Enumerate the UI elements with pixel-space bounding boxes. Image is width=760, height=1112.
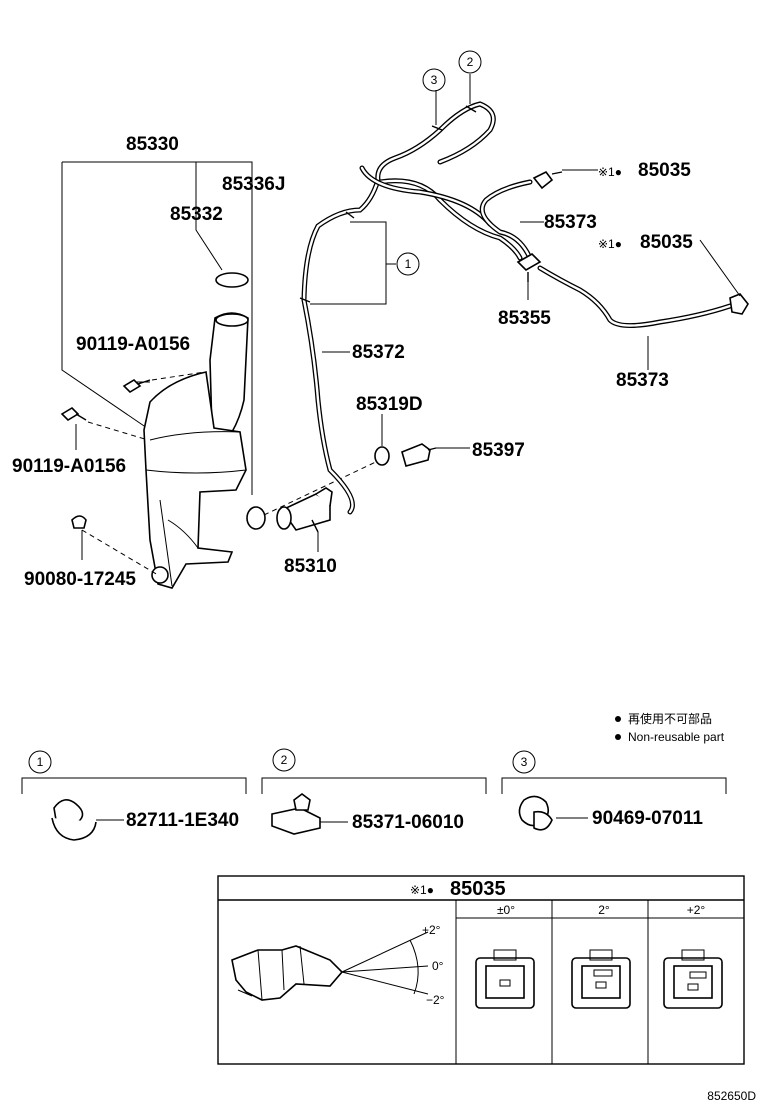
illustration-code: 852650D [707,1089,756,1103]
clip-85371-icon [271,793,321,835]
callout-icon: 3 [422,68,446,92]
clip-nut-icon [71,515,87,529]
table-title: 85035 [450,878,506,900]
bullet-icon [615,734,621,740]
part-label-85336j: 85336J [222,174,285,195]
clip-panel-3: 3 90469-07011 [501,750,727,831]
nozzle-side-view-icon [231,945,344,1001]
tank-cap [215,272,249,288]
connector-face-icon [663,949,723,1009]
washer-nozzle-upper [532,170,563,190]
part-label-85373-lower: 85373 [616,370,669,391]
grommet-85319d [374,446,390,466]
part-label-85373-upper: 85373 [544,212,597,233]
svg-text:1: 1 [405,257,412,271]
part-label-85319d: 85319D [356,394,423,415]
bolt-icon [60,406,87,422]
part-label-85330: 85330 [126,134,179,155]
svg-text:再使用不可部品: 再使用不可部品 [628,711,712,726]
clip-panel-1: 1 82711-1E340 [21,750,247,841]
part-label-90119-lower: 90119-A0156 [12,456,126,477]
angle-header: ±0° [497,903,515,917]
connector-85397 [401,443,437,467]
connector-face-icon [475,949,535,1009]
svg-text:Non-reusable part: Non-reusable part [628,730,725,744]
clip-panel-2: 2 85371-06010 [261,748,487,835]
part-label-90080: 90080-17245 [24,569,136,590]
part-label-85035-upper: 85035 [638,160,691,181]
part-label-90119-upper: 90119-A0156 [76,334,190,355]
leader-lines [75,74,741,560]
part-label-85332: 85332 [170,204,223,225]
svg-text:2: 2 [467,55,474,69]
svg-text:3: 3 [431,73,438,87]
reference-mark: ※1● [598,165,622,179]
tank-assembly [60,161,437,589]
angle-header: 2° [598,903,610,917]
reference-mark: ※1● [598,237,622,251]
svg-text:−2°: −2° [426,993,445,1007]
washer-nozzle-right [729,293,749,315]
part-label-85355: 85355 [498,308,551,329]
connector-face-icon [571,949,631,1009]
svg-text:0°: 0° [432,959,444,973]
clip-82711-icon [51,799,97,841]
svg-text:2: 2 [281,753,288,767]
svg-text:1: 1 [37,755,44,769]
callout-icon: 1 [396,252,420,276]
part-label-85310: 85310 [284,556,337,577]
svg-text:+2°: +2° [422,923,441,937]
hose-network [299,101,749,515]
svg-text:90469-07011: 90469-07011 [592,808,703,829]
filler-neck [209,312,249,433]
hose-joint [516,253,542,282]
part-label-85035-right: 85035 [640,232,693,253]
svg-text:3: 3 [521,755,528,769]
part-label-85397: 85397 [472,440,525,461]
legend: 再使用不可部品 Non-reusable part [615,711,725,744]
reference-mark: ※1● [410,883,434,897]
angle-header: +2° [687,903,706,917]
svg-text:85371-06010: 85371-06010 [352,812,464,833]
svg-text:82711-1E340: 82711-1E340 [126,810,239,831]
bullet-icon [615,716,621,722]
washer-pump [276,487,333,533]
nozzle-angle-table: ※1● 85035 ±0° 2° +2° +2° 0° −2° [217,875,745,1065]
part-label-85372: 85372 [352,342,405,363]
callout-icon: 2 [458,50,482,74]
clip-90469-icon [518,795,553,831]
grommet [246,506,266,530]
